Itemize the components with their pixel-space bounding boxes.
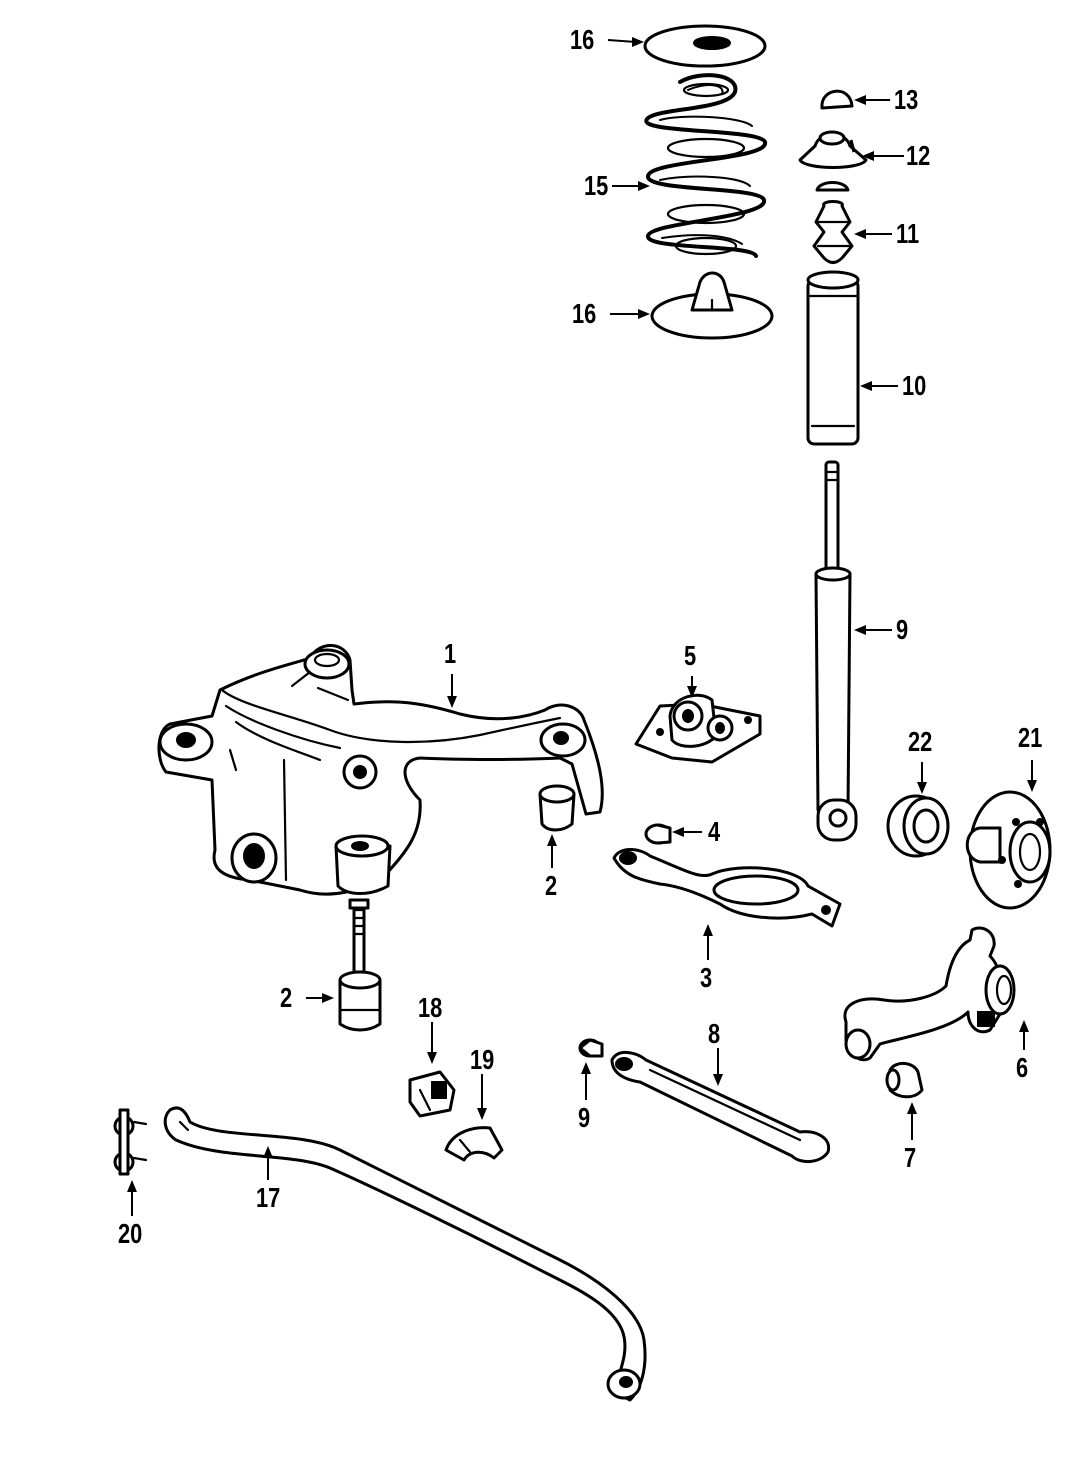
callout-15-spring: 15 xyxy=(584,170,609,201)
trailing-link-bushing xyxy=(578,1038,604,1058)
callout-12-bump-stop: 11 xyxy=(896,218,920,249)
callout-10-shock: 9 xyxy=(896,614,909,645)
differential-mount xyxy=(634,693,762,764)
callout-16-upper-seat: 16 xyxy=(570,24,595,55)
callout-1-subframe: 1 xyxy=(444,638,457,669)
subframe-bushing-right xyxy=(538,784,576,832)
callout-16-lower-seat: 16 xyxy=(572,298,597,329)
subframe-bolt xyxy=(348,898,370,974)
callout-3-control-arm: 3 xyxy=(700,962,713,993)
bump-stop xyxy=(812,200,854,264)
dust-cap xyxy=(820,89,854,110)
callout-5-mount: 5 xyxy=(684,640,697,671)
dust-boot xyxy=(806,270,860,446)
lower-control-arm xyxy=(612,848,842,928)
stabilizer-link xyxy=(113,1108,148,1176)
upper-strut-mount xyxy=(798,130,868,192)
callout-8-link: 8 xyxy=(708,1018,721,1049)
subframe-bushing-center xyxy=(334,834,392,895)
rear-subframe xyxy=(157,644,604,896)
stabilizer-bushing xyxy=(408,1070,456,1118)
callout-19-bracket: 19 xyxy=(470,1044,495,1075)
callout-2-bushing-lower: 2 xyxy=(280,982,293,1013)
wheel-knuckle xyxy=(843,926,1016,1062)
callout-21-hub: 21 xyxy=(1018,722,1043,753)
callout-9-trailing-bushing: 9 xyxy=(578,1102,591,1133)
wheel-bearing xyxy=(886,794,950,858)
coil-spring xyxy=(644,73,767,258)
callout-11-boot: 10 xyxy=(902,370,927,401)
stabilizer-bracket xyxy=(444,1126,504,1162)
subframe-bushing-lower xyxy=(338,970,382,1032)
lower-spring-seat xyxy=(650,271,774,340)
leader-lines xyxy=(127,37,1037,1216)
knuckle-bushing xyxy=(885,1062,924,1099)
callout-6-knuckle: 6 xyxy=(1016,1052,1029,1083)
callout-20-link: 20 xyxy=(118,1218,143,1249)
callout-2-bushing-right: 2 xyxy=(545,870,558,901)
trailing-link xyxy=(610,1051,831,1163)
callout-14-cap: 13 xyxy=(894,84,919,115)
wheel-hub xyxy=(965,790,1052,910)
shock-absorber xyxy=(814,460,858,842)
callout-4-bushing: 4 xyxy=(708,816,721,847)
control-arm-bushing xyxy=(644,823,672,845)
callout-17-stabilizer: 17 xyxy=(256,1182,281,1213)
callout-18-bushing: 18 xyxy=(418,992,443,1023)
callout-22-bearing: 22 xyxy=(908,726,933,757)
stabilizer-bar xyxy=(163,1106,647,1402)
callout-7-bushing: 7 xyxy=(904,1142,917,1173)
callout-13-mount: 12 xyxy=(906,140,931,171)
upper-spring-seat xyxy=(643,24,767,68)
